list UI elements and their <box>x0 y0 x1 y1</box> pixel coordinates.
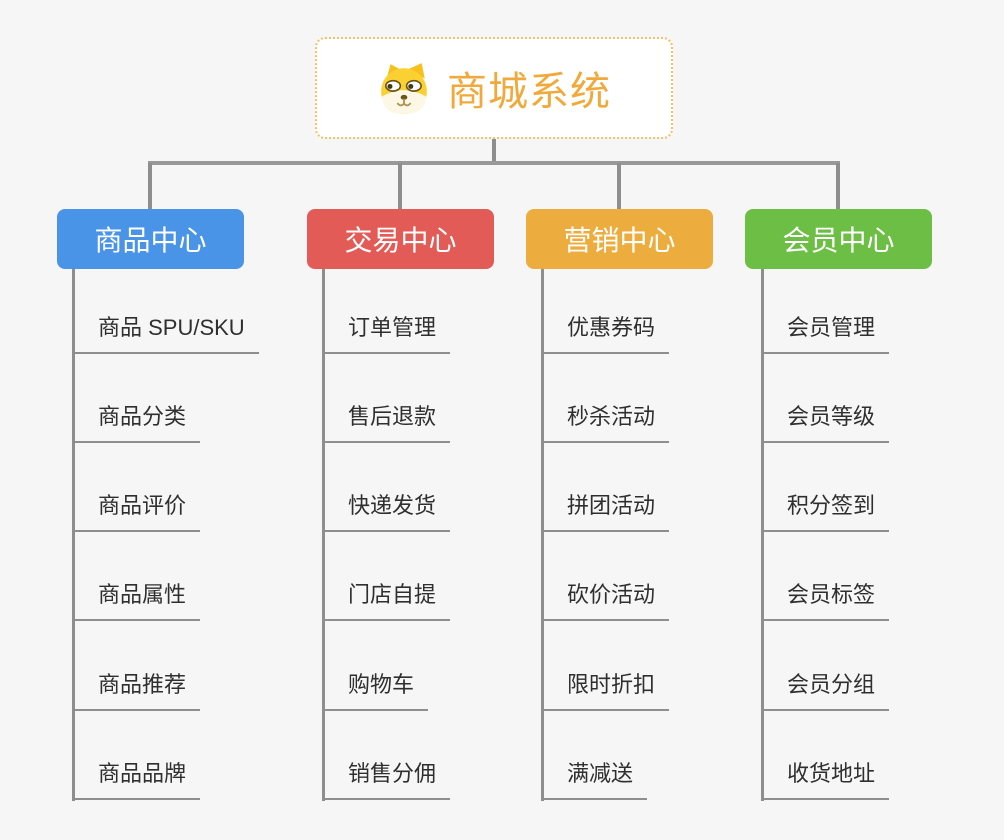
leaf-node[interactable]: 商品 SPU/SKU <box>72 313 259 354</box>
connector-trunk-trade <box>322 268 325 801</box>
connector-drop-3 <box>617 163 621 210</box>
leaf-node[interactable]: 商品评价 <box>72 491 201 532</box>
branch-node-product[interactable]: 商品中心 <box>57 209 244 269</box>
leaf-node[interactable]: 限时折扣 <box>541 670 670 711</box>
connector-drop-1 <box>148 163 152 210</box>
root-title: 商城系统 <box>447 70 611 114</box>
leaf-node[interactable]: 砍价活动 <box>541 580 670 621</box>
connector-horizontal-bus <box>148 161 840 165</box>
leaf-node[interactable]: 销售分佣 <box>322 759 451 800</box>
connector-trunk-marketing <box>541 268 544 801</box>
leaf-node[interactable]: 商品品牌 <box>72 759 201 800</box>
connector-root-stem <box>492 137 496 163</box>
connector-trunk-member <box>761 268 764 801</box>
leaf-node[interactable]: 收货地址 <box>761 759 890 800</box>
leaf-node[interactable]: 秒杀活动 <box>541 402 670 443</box>
leaf-node[interactable]: 售后退款 <box>322 402 451 443</box>
leaf-node[interactable]: 商品属性 <box>72 580 201 621</box>
root-node[interactable]: 商城系统 <box>315 37 673 139</box>
leaf-node[interactable]: 满减送 <box>541 759 648 800</box>
branch-node-trade[interactable]: 交易中心 <box>307 209 494 269</box>
leaf-node[interactable]: 购物车 <box>322 670 429 711</box>
leaf-node[interactable]: 会员管理 <box>761 313 890 354</box>
leaf-node[interactable]: 会员等级 <box>761 402 890 443</box>
branch-node-marketing[interactable]: 营销中心 <box>526 209 713 269</box>
leaf-node[interactable]: 门店自提 <box>322 580 451 621</box>
connector-trunk-product <box>72 268 75 801</box>
leaf-node[interactable]: 快递发货 <box>322 491 451 532</box>
connector-drop-2 <box>398 163 402 210</box>
leaf-node[interactable]: 会员分组 <box>761 670 890 711</box>
leaf-node[interactable]: 优惠券码 <box>541 313 670 354</box>
leaf-node[interactable]: 拼团活动 <box>541 491 670 532</box>
leaf-node[interactable]: 会员标签 <box>761 580 890 621</box>
leaf-node[interactable]: 商品推荐 <box>72 670 201 711</box>
connector-drop-4 <box>836 163 840 210</box>
leaf-node[interactable]: 商品分类 <box>72 402 201 443</box>
branch-node-member[interactable]: 会员中心 <box>745 209 932 269</box>
dog-face-icon <box>381 63 427 114</box>
leaf-node[interactable]: 积分签到 <box>761 491 890 532</box>
leaf-node[interactable]: 订单管理 <box>322 313 451 354</box>
